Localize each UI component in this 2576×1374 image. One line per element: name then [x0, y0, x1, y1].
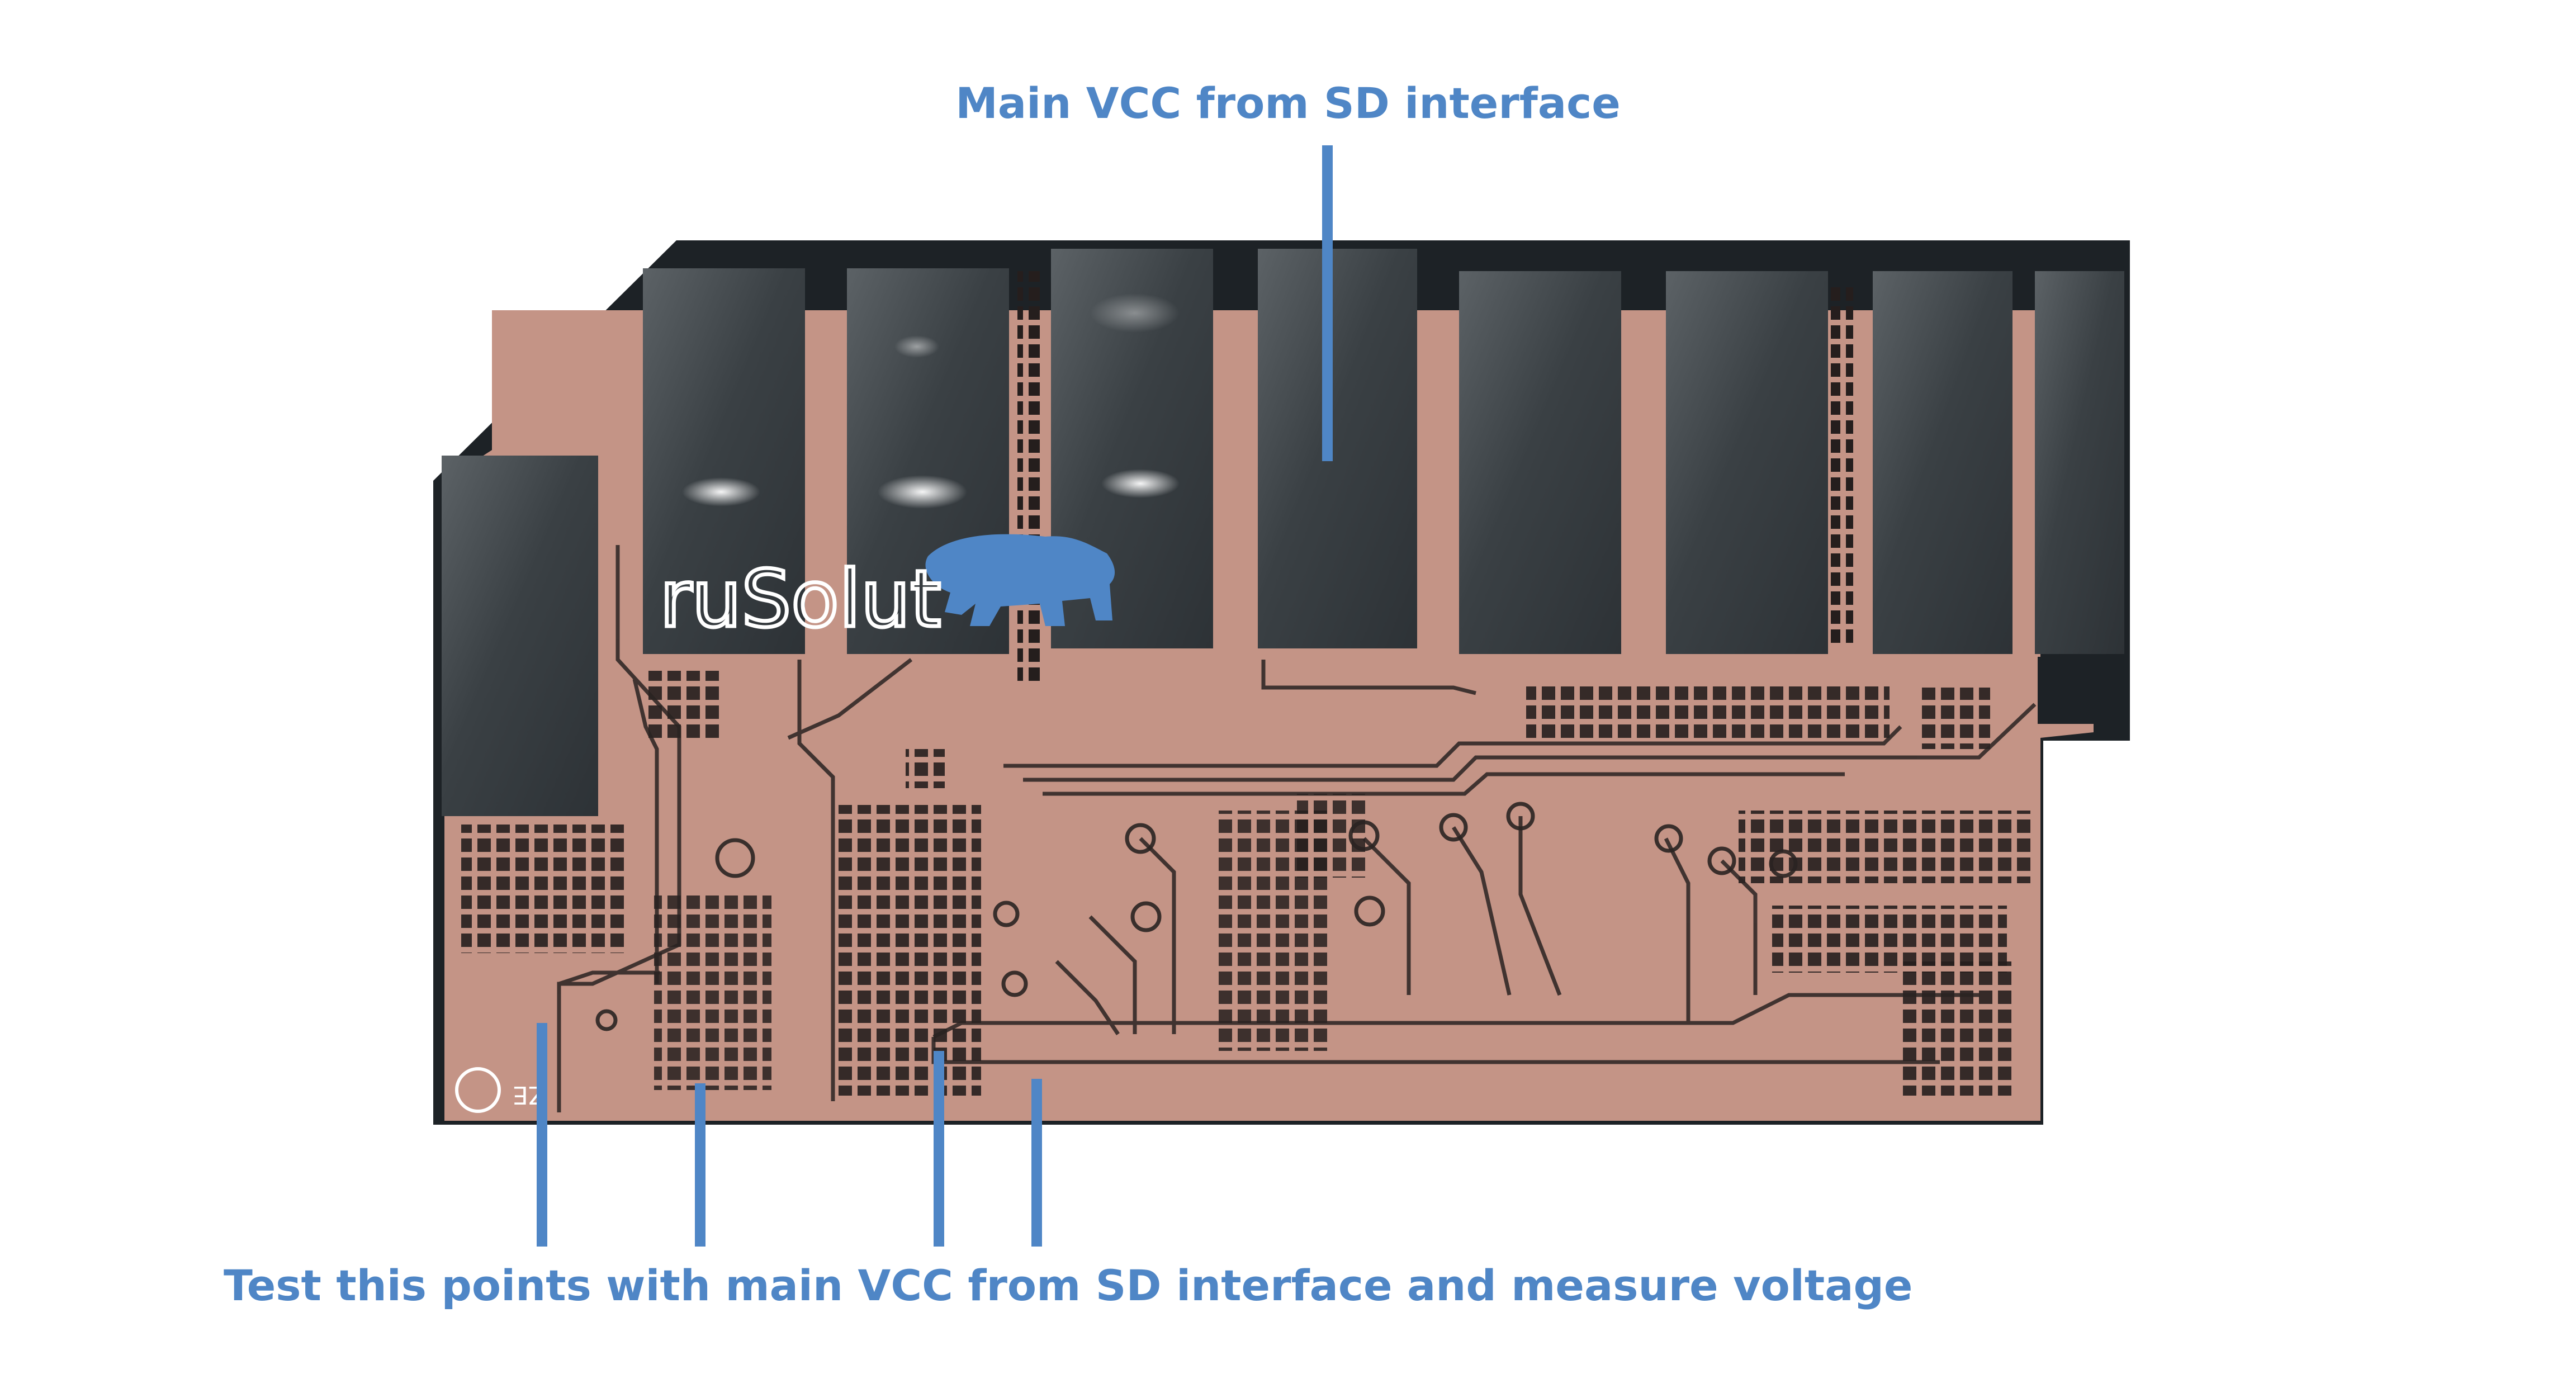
via-cluster	[836, 805, 981, 1096]
bottom-annotation-label: Test this points with main VCC from SD i…	[224, 1261, 1913, 1310]
pcb-test-pads	[595, 802, 1798, 1031]
logo-text: ruSolut	[660, 554, 941, 645]
contact-pad-7	[1666, 271, 1828, 654]
top-annotation-label: Main VCC from SD interface	[955, 78, 1621, 128]
silkscreen-mark	[455, 1067, 501, 1113]
via-cluster	[1297, 794, 1370, 878]
contact-pad-6	[1459, 271, 1621, 654]
contact-pad-2	[643, 268, 805, 654]
via-cluster	[461, 825, 629, 953]
via-cluster	[654, 894, 771, 1090]
contact-pad-5	[1258, 249, 1417, 648]
via-strip	[1831, 285, 1853, 643]
via-strip	[1017, 271, 1040, 685]
rusolut-logo: ruSolut	[658, 534, 1115, 647]
bear-icon	[925, 534, 1115, 626]
pcb-traces	[557, 545, 2037, 1112]
contact-pad-9	[2035, 271, 2124, 654]
via-cluster	[1526, 682, 1890, 738]
via-cluster	[1739, 811, 2035, 883]
pointer-line-top	[1322, 145, 1333, 461]
pointer-line-bottom-3	[934, 1051, 944, 1247]
pointer-line-bottom-4	[1031, 1079, 1042, 1247]
via-cluster	[1917, 688, 1990, 749]
contact-pad-8	[1873, 271, 2012, 654]
pointer-line-bottom-2	[695, 1083, 705, 1247]
via-cluster	[906, 749, 945, 788]
contact-pad-1	[442, 456, 598, 816]
via-cluster	[1901, 961, 2012, 1096]
pointer-line-bottom-1	[537, 1023, 547, 1247]
